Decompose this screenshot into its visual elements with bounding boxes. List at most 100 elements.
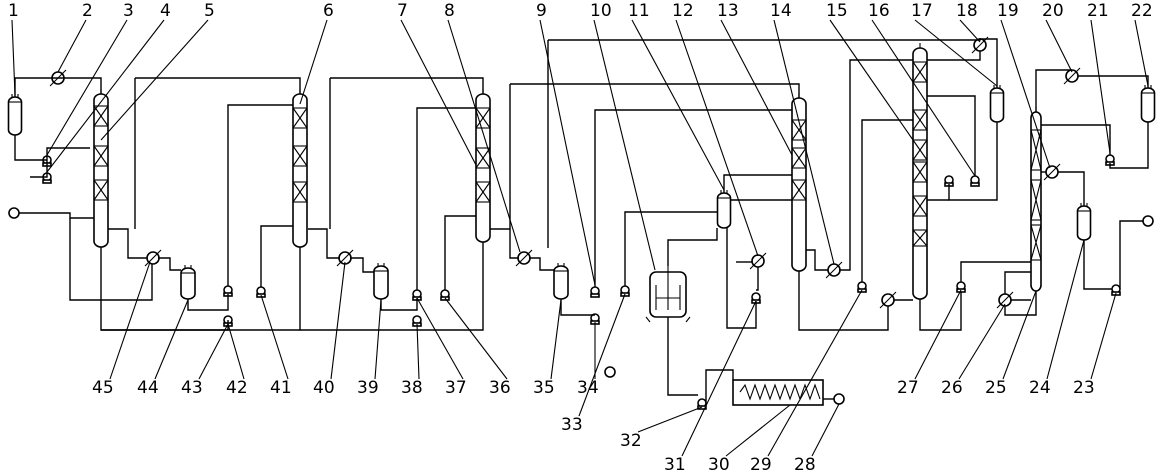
pipe-line: [756, 267, 759, 291]
pipe-line: [548, 38, 981, 41]
leader-line: [57, 19, 87, 73]
label-top-6: 6: [323, 1, 334, 21]
pipe-line: [416, 107, 476, 290]
label-bottom-44: 44: [137, 378, 159, 398]
leader-line: [260, 294, 289, 380]
column-6: [292, 89, 308, 248]
tank-22: [1140, 85, 1156, 123]
label-bottom-27: 27: [897, 378, 919, 398]
pipe-line: [14, 135, 47, 161]
label-bottom-25: 25: [985, 378, 1007, 398]
pipe-line: [1109, 122, 1149, 169]
leader-line: [100, 19, 209, 141]
leader-line: [46, 19, 165, 173]
pipe-line: [948, 122, 998, 201]
label-bottom-30: 30: [708, 455, 730, 472]
label-top-10: 10: [590, 1, 612, 21]
pump-34: [590, 286, 600, 298]
label-bottom-31: 31: [664, 455, 686, 472]
leader-line: [675, 19, 759, 257]
pipe-line: [510, 83, 800, 98]
leader-line: [578, 293, 626, 417]
label-bottom-41: 41: [270, 378, 292, 398]
pipe-line: [667, 228, 718, 266]
pipe-line: [300, 242, 484, 331]
pipe-line: [529, 257, 554, 271]
pipe-line: [158, 257, 181, 271]
label-top-17: 17: [911, 1, 933, 21]
pipe-line: [108, 228, 147, 259]
leader-line: [914, 289, 962, 380]
label-bottom-36: 36: [489, 378, 511, 398]
receiver-24: [1076, 203, 1092, 241]
pipe-line: [350, 257, 374, 273]
leader-line: [1090, 292, 1117, 380]
leader-line: [1134, 19, 1149, 87]
pipe-line: [1078, 75, 1149, 88]
pipe-layer: [14, 38, 1149, 403]
label-top-7: 7: [397, 1, 408, 21]
leader-line: [227, 323, 245, 380]
leader-line: [959, 19, 981, 43]
pipe-line: [723, 174, 792, 193]
leader-line: [416, 297, 464, 380]
leader-line: [773, 19, 835, 265]
pipe-line: [135, 77, 301, 94]
pipe-line: [100, 247, 229, 331]
pipe-line: [927, 51, 981, 61]
label-bottom-39: 39: [357, 378, 379, 398]
pipe-line: [187, 294, 229, 311]
pipe-line: [726, 228, 757, 329]
product-nozzle: [1142, 215, 1154, 227]
leader-line: [1000, 19, 1051, 169]
label-bottom-38: 38: [401, 378, 423, 398]
pipe-line: [667, 317, 698, 396]
leader-line: [958, 303, 1006, 380]
pipe-line: [980, 38, 998, 88]
label-top-12: 12: [672, 1, 694, 21]
leader-line: [720, 19, 793, 156]
pipe-line: [330, 77, 484, 94]
exchanger-12: [749, 252, 767, 270]
equipment-layer: [7, 36, 1156, 410]
pipe-line: [1035, 69, 1072, 112]
leader-line: [1046, 239, 1085, 380]
label-bottom-35: 35: [533, 378, 555, 398]
label-bottom-24: 24: [1029, 378, 1051, 398]
pipe-feed: [19, 212, 94, 219]
outlet-nozzle-33: [604, 366, 616, 378]
pipe-line: [806, 249, 828, 271]
pipe-line: [705, 369, 734, 403]
tank-17: [989, 85, 1005, 123]
label-top-9: 9: [536, 1, 547, 21]
label-top-21: 21: [1087, 1, 1109, 21]
pipe-line: [624, 211, 717, 286]
leader-line: [829, 19, 914, 141]
exchanger-29: [879, 291, 897, 309]
column-5: [93, 89, 109, 248]
leader-line: [154, 299, 189, 380]
label-bottom-37: 37: [445, 378, 467, 398]
label-top-15: 15: [826, 1, 848, 21]
pipe-line: [594, 109, 792, 287]
pipe-line: [227, 104, 293, 286]
label-top-2: 2: [82, 1, 93, 21]
pump-17b: [970, 175, 980, 187]
leader-line: [1090, 19, 1111, 154]
label-top-13: 13: [717, 1, 739, 21]
pipe-line: [1004, 271, 1031, 294]
exchanger-19b: [1043, 163, 1061, 181]
label-bottom-34: 34: [577, 378, 599, 398]
label-bottom-26: 26: [941, 378, 963, 398]
label-top-11: 11: [628, 1, 650, 21]
pipe-line: [1119, 220, 1143, 289]
leader-line: [299, 19, 328, 105]
label-top-14: 14: [770, 1, 792, 21]
label-top-19: 19: [997, 1, 1019, 21]
pipe-line: [69, 218, 153, 301]
receiver-35: [553, 263, 569, 300]
reactor-31: [645, 266, 691, 323]
pipe-line: [919, 292, 962, 331]
